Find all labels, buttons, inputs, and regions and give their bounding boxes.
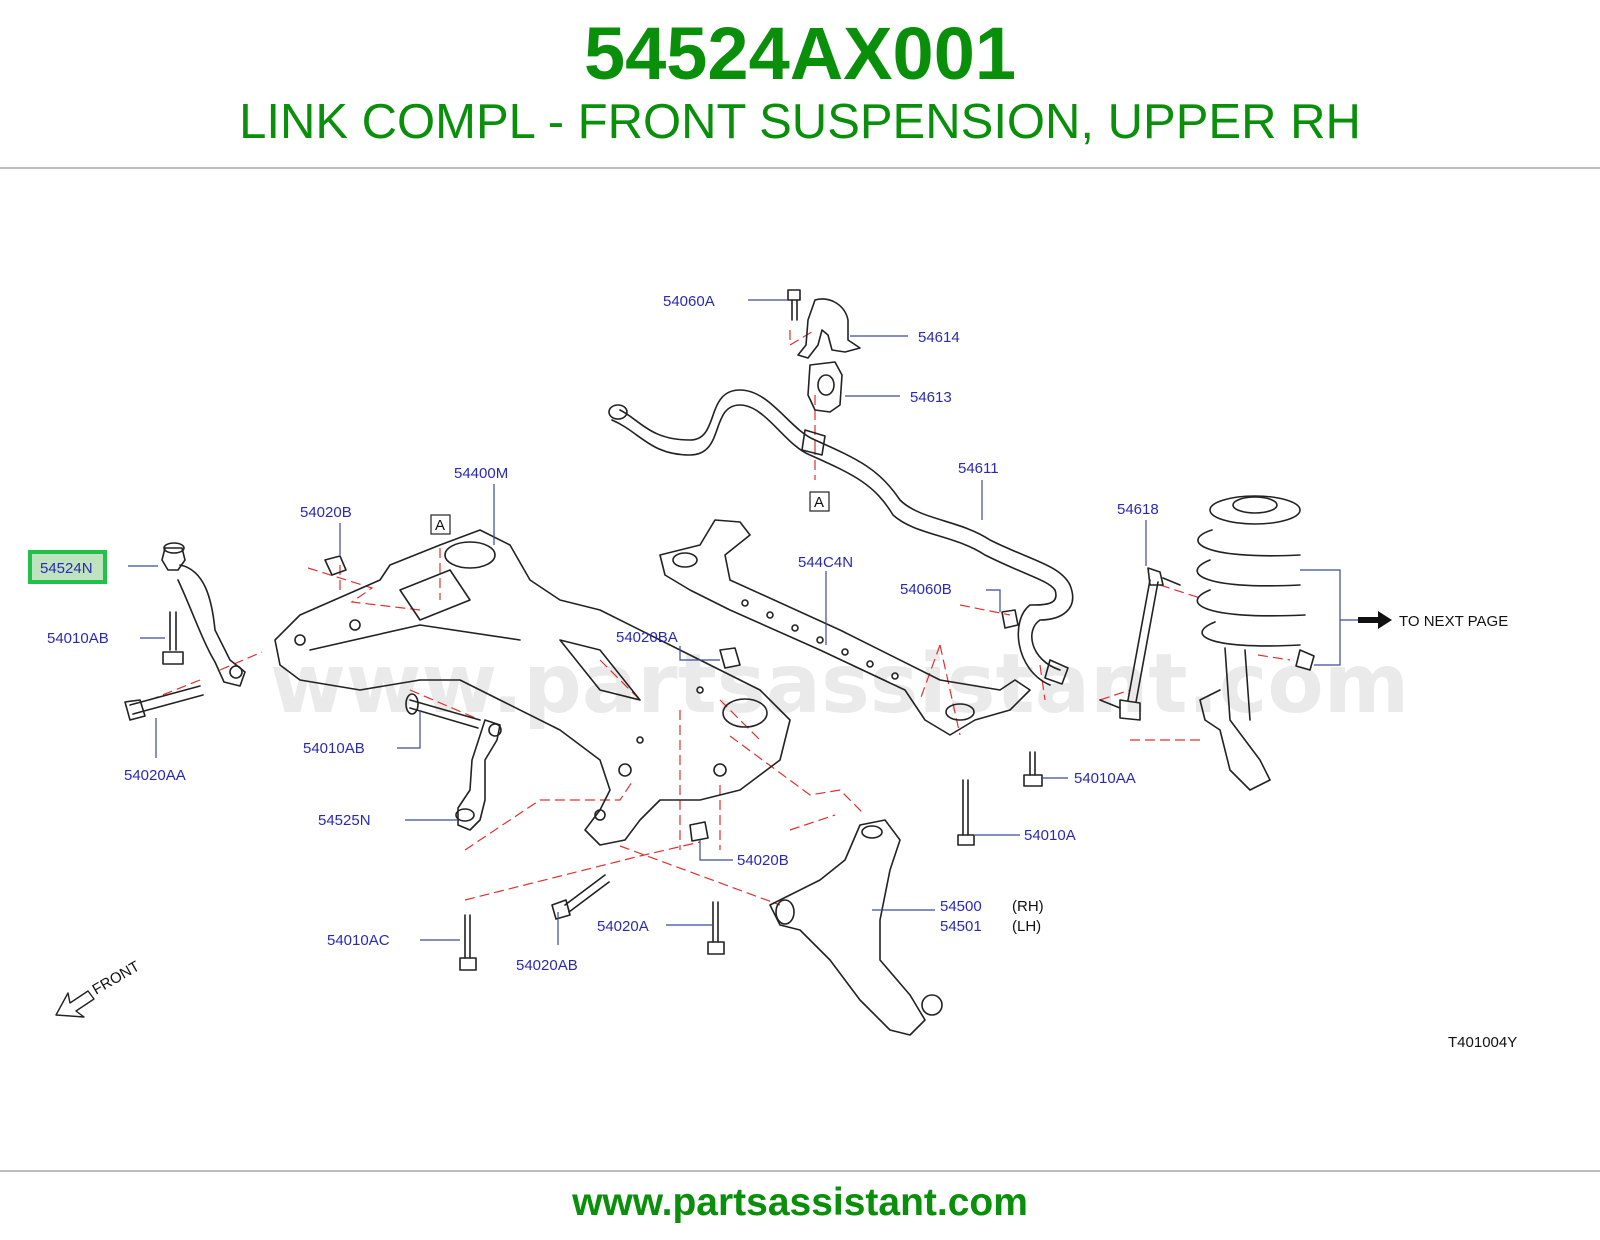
- crossmember-54400M: [274, 529, 791, 846]
- next-page-label[interactable]: TO NEXT PAGE: [1399, 613, 1508, 630]
- callout-54010AA[interactable]: 54010AA: [1074, 770, 1136, 787]
- page-header: 54524AX001 LINK COMPL - FRONT SUSPENSION…: [0, 0, 1600, 168]
- subframe-544C4N: [659, 519, 1031, 736]
- callout-54020B-upper[interactable]: 54020B: [300, 504, 352, 521]
- leader-lines: [128, 299, 1358, 945]
- lower-arm-54500: [769, 819, 943, 1036]
- front-arrow-icon: [55, 990, 95, 1018]
- lower-link-54525N: [455, 719, 502, 831]
- callout-54010A[interactable]: 54010A: [1024, 827, 1076, 844]
- callout-54613[interactable]: 54613: [910, 389, 952, 406]
- header-divider: [0, 167, 1600, 169]
- callout-544C4N[interactable]: 544C4N: [798, 554, 853, 571]
- bolt-54020AA: [124, 685, 204, 721]
- marker-a-stabilizer: [809, 491, 830, 512]
- callout-54500[interactable]: 54500: [940, 898, 982, 915]
- callout-54010AB-left[interactable]: 54010AB: [47, 630, 109, 647]
- drawing-code: T401004Y: [1448, 1034, 1517, 1051]
- bushing-and-clamp: [787, 289, 861, 413]
- callout-54020AA[interactable]: 54020AA: [124, 767, 186, 784]
- part-number-title: 54524AX001: [583, 12, 1017, 95]
- footer-divider: [0, 1170, 1600, 1172]
- callout-54010AC[interactable]: 54010AC: [327, 932, 390, 949]
- callout-54611[interactable]: 54611: [958, 460, 999, 477]
- callout-54060B[interactable]: 54060B: [900, 581, 952, 598]
- callout-54618[interactable]: 54618: [1117, 501, 1159, 518]
- callout-54020BA[interactable]: 54020BA: [616, 629, 678, 646]
- front-label: FRONT: [90, 958, 143, 999]
- bolt-54010AB-middle: [405, 693, 481, 729]
- stabilizer-link-54618: [1099, 567, 1181, 721]
- marker-a-stabilizer-label: A: [814, 494, 824, 511]
- footer-url[interactable]: www.partsassistant.com: [572, 1181, 1028, 1224]
- callout-54524N[interactable]: 54524N: [40, 560, 93, 577]
- fasteners: [324, 555, 1043, 971]
- highlight-box-54524N: [28, 550, 107, 584]
- callout-54020B-lower[interactable]: 54020B: [737, 852, 789, 869]
- label-lh: (LH): [1012, 918, 1041, 935]
- callout-54060A[interactable]: 54060A: [663, 293, 715, 310]
- marker-a-crossmember: [430, 514, 451, 535]
- callout-54020A[interactable]: 54020A: [597, 918, 649, 935]
- watermark: www.partsassistant.com: [270, 637, 1409, 732]
- upper-link-54524N: [161, 542, 246, 687]
- strut-assembly: [1196, 495, 1315, 791]
- callout-54614[interactable]: 54614: [918, 329, 960, 346]
- part-description: LINK COMPL - FRONT SUSPENSION, UPPER RH: [239, 95, 1361, 149]
- callout-54400M[interactable]: 54400M: [454, 465, 508, 482]
- next-page-arrow-icon: [1358, 611, 1392, 629]
- callout-54501[interactable]: 54501: [940, 918, 982, 935]
- callout-54010AB-middle[interactable]: 54010AB: [303, 740, 365, 757]
- marker-a-crossmember-label: A: [435, 517, 445, 534]
- callout-54525N[interactable]: 54525N: [318, 812, 371, 829]
- label-rh: (RH): [1012, 898, 1044, 915]
- stabilizer-bar-54611: [608, 389, 1074, 686]
- callout-54020AB[interactable]: 54020AB: [516, 957, 578, 974]
